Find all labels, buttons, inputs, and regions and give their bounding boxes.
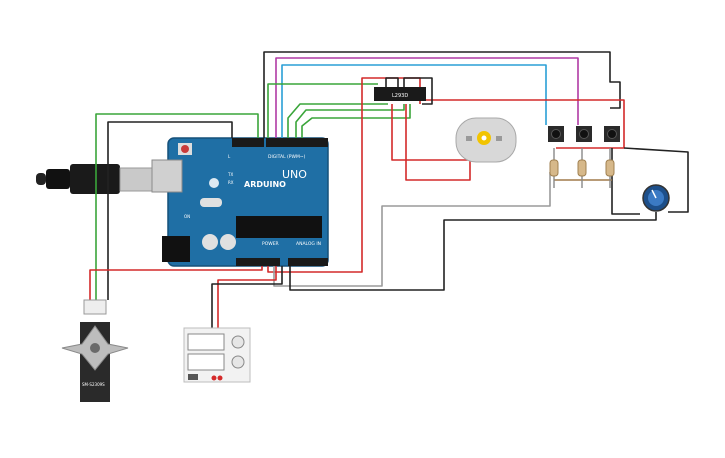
resistor-3[interactable] <box>605 148 615 188</box>
dc-motor[interactable] <box>455 117 517 163</box>
analog-label: ANALOG IN <box>296 241 321 247</box>
power-label: POWER <box>262 241 279 247</box>
wire-red-servo[interactable] <box>89 266 263 300</box>
resistor-1[interactable] <box>549 148 559 188</box>
wire-black-l293-1[interactable] <box>385 77 399 90</box>
push-button-1[interactable] <box>548 126 564 142</box>
wire-red-motor2[interactable] <box>405 104 471 181</box>
l-label: L <box>228 154 231 159</box>
wire-black-servo[interactable] <box>107 121 233 300</box>
wire-black-gnd[interactable] <box>611 148 640 215</box>
wire-black-pot-right[interactable] <box>623 147 689 213</box>
wire-red-buttons[interactable] <box>419 99 625 149</box>
wire-black-top[interactable] <box>263 51 621 138</box>
usb-port <box>151 159 183 193</box>
wire-blue[interactable] <box>281 64 547 138</box>
wire-green-4[interactable] <box>301 104 411 138</box>
arduino-uno-board[interactable]: ARDUINO UNO DIGITAL (PWM~) POWER ANALOG … <box>151 137 329 267</box>
atmega-chip <box>236 216 322 238</box>
on-label: ON <box>184 214 190 219</box>
wire-red-main[interactable] <box>267 77 421 273</box>
servo-motor[interactable]: SM-S2309S <box>61 299 129 402</box>
l293d-driver[interactable]: L293D <box>374 87 426 101</box>
wire-black-l293-2[interactable] <box>403 77 433 105</box>
analog-header <box>288 258 328 266</box>
arduino-model-label: UNO <box>282 168 307 181</box>
power-supply-module[interactable] <box>183 327 251 383</box>
push-button-2[interactable] <box>576 126 592 142</box>
digital-header <box>266 138 328 147</box>
rx-label: RX <box>228 180 234 185</box>
power-header <box>236 258 280 266</box>
tx-label: TX <box>227 172 233 177</box>
l293d-label: L293D <box>392 93 408 99</box>
power-jack <box>162 236 190 262</box>
wire-green-3[interactable] <box>295 104 405 138</box>
wire-gray[interactable] <box>273 172 551 287</box>
wire-magenta[interactable] <box>275 57 579 138</box>
usb-cable <box>36 164 153 194</box>
digital-label: DIGITAL (PWM~) <box>268 154 306 160</box>
arduino-brand-label: ARDUINO <box>244 180 286 189</box>
wire-green-servo[interactable] <box>95 113 259 300</box>
wire-green-1[interactable] <box>267 83 378 138</box>
wire-black-pot[interactable] <box>289 212 657 291</box>
push-button-3[interactable] <box>604 126 620 142</box>
digital-header-left <box>232 138 264 147</box>
servo-label: SM-S2309S <box>82 382 105 387</box>
resistor-2[interactable] <box>577 148 587 188</box>
potentiometer[interactable] <box>642 184 670 212</box>
wire-green-2[interactable] <box>287 103 388 138</box>
